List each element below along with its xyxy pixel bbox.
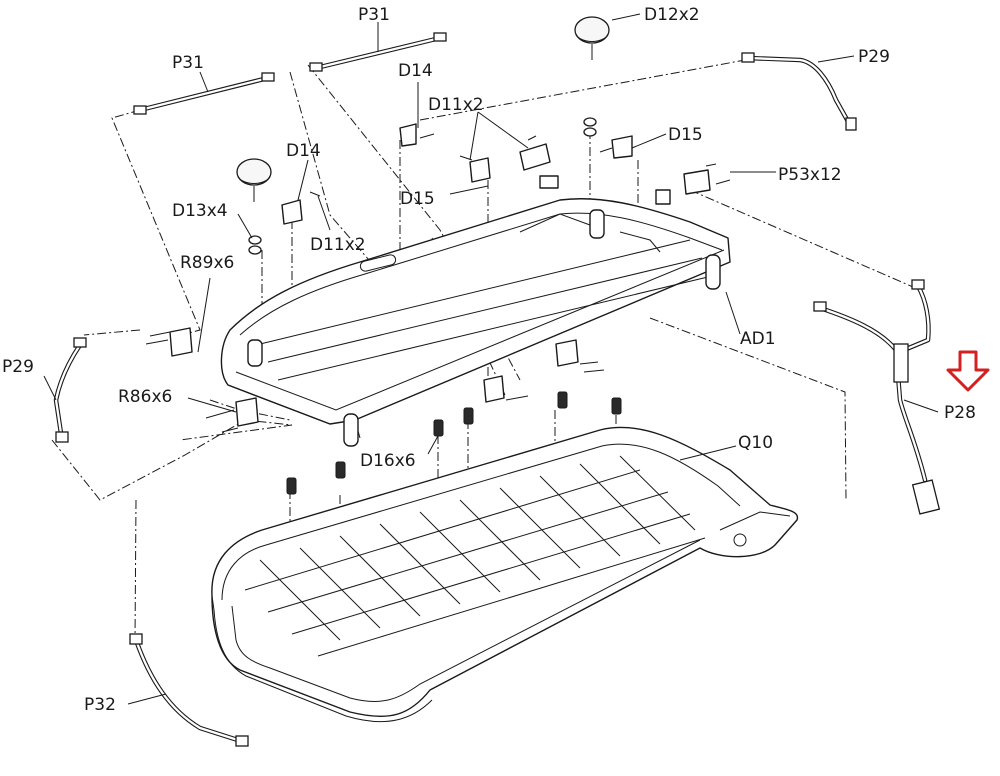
label-p28: P28 xyxy=(944,403,976,423)
label-d11-top: D11x2 xyxy=(428,95,484,115)
brackets xyxy=(169,123,711,427)
label-r86: R86x6 xyxy=(118,387,172,407)
label-p32: P32 xyxy=(84,695,116,715)
down-arrow-icon xyxy=(946,350,990,392)
label-p29-left: P29 xyxy=(2,357,34,377)
label-p29-right: P29 xyxy=(858,47,890,67)
screws xyxy=(145,133,731,495)
label-d14-left: D14 xyxy=(286,141,321,161)
label-r89: R89x6 xyxy=(180,253,234,273)
label-d15-center: D15 xyxy=(400,189,435,209)
label-p31-top: P31 xyxy=(358,5,390,25)
tray-q10 xyxy=(211,426,799,723)
label-d14-top: D14 xyxy=(398,61,433,81)
label-d16: D16x6 xyxy=(360,451,416,471)
label-d13: D13x4 xyxy=(172,201,228,221)
part-labels: P31 D12x2 P31 P29 D14 D11x2 D15 D14 D15 … xyxy=(2,5,976,715)
label-d15-right: D15 xyxy=(668,125,703,145)
label-ad1: AD1 xyxy=(740,329,776,349)
frame-assembly xyxy=(220,198,731,447)
leader-lines xyxy=(43,13,939,705)
label-d12: D12x2 xyxy=(644,5,700,25)
label-p31-left: P31 xyxy=(172,53,204,73)
knobs xyxy=(236,16,610,255)
label-q10: Q10 xyxy=(738,433,773,453)
cables xyxy=(53,32,941,747)
label-p53: P53x12 xyxy=(778,165,842,185)
label-d11-left: D11x2 xyxy=(310,235,366,255)
